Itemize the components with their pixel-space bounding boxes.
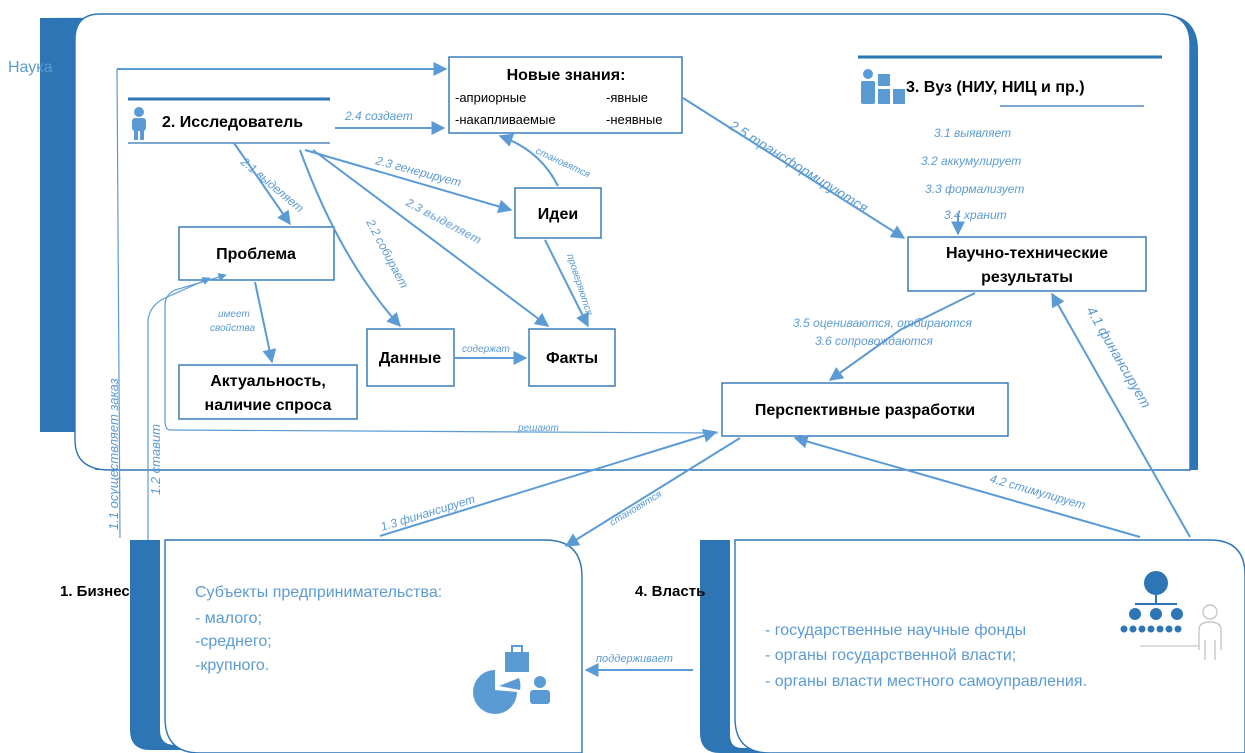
arrow-highlights [233, 142, 291, 226]
authority-hierarchy-icon [1120, 571, 1222, 660]
facts-label: Факты [546, 350, 598, 367]
arrow-solve [164, 273, 719, 434]
label-properties-2: свойства [210, 323, 255, 334]
facts-box: Факты [528, 328, 616, 387]
data-label: Данные [379, 350, 441, 367]
science-label: Наука [8, 59, 53, 76]
arrow-stimulates [793, 434, 1141, 538]
label-solve: решают [517, 423, 559, 434]
business-block: 1. Бизнес Субъекты предпринимательства: … [60, 539, 583, 753]
arrow-finances-4 [1051, 292, 1191, 538]
authority-title: 4. Власть [635, 583, 705, 600]
researcher-title: 2. Исследователь [162, 114, 303, 131]
relevance-line-1: Актуальность, [210, 373, 326, 390]
label-poses: 1.2 ставит [148, 424, 163, 495]
arrow-transform [682, 97, 906, 239]
business-line: -среднего; [195, 633, 272, 650]
label-finances-1: 1.3 финансирует [379, 492, 477, 534]
new-knowledge-title: Новые знания: [507, 67, 626, 84]
prospective-box: Перспективные разработки [721, 382, 1009, 437]
researcher-icon [132, 107, 146, 140]
label-creates: 2.4 создает [344, 109, 413, 123]
authority-line: - органы государственной власти; [765, 647, 1016, 664]
label-supports: поддерживает [596, 653, 673, 665]
knowledge-item: -априорные [455, 90, 526, 105]
arrow-finances-1 [379, 429, 718, 537]
label-evaluated: 3.5 оцениваются, отбираются [793, 316, 972, 330]
business-line: Субъекты предпринимательства: [195, 584, 442, 601]
arrow-collects [299, 149, 401, 328]
str-line-2: результаты [981, 269, 1073, 286]
university-title: 3. Вуз (НИУ, НИЦ и пр.) [906, 79, 1085, 96]
str-line-1: Научно-технические [946, 245, 1108, 262]
arrow-properties [254, 281, 277, 364]
arrow-generates [304, 149, 513, 214]
arrow-become-2 [564, 437, 741, 547]
university-block: 3. Вуз (НИУ, НИЦ и пр.) [858, 55, 1162, 107]
label-stores: 3.4 хранит [944, 208, 1007, 222]
authority-block: 4. Власть - государственные научные фонд… [635, 539, 1245, 753]
business-title: 1. Бизнес [60, 583, 130, 600]
arrow-poses [147, 277, 211, 540]
knowledge-item: -неявные [606, 112, 662, 127]
knowledge-item: -накапливаемые [455, 112, 556, 127]
relevance-box: Актуальность, наличие спроса [178, 364, 358, 420]
new-knowledge-box: Новые знания: -априорные -явные -накапли… [448, 56, 683, 134]
business-line: -крупного. [195, 657, 269, 674]
arrow-ideas-knowledge [498, 133, 559, 187]
arrow-checked [544, 239, 589, 328]
prospective-label: Перспективные разработки [755, 402, 975, 419]
label-identifies: 3.1 выявляет [934, 126, 1011, 140]
problem-label: Проблема [216, 246, 296, 263]
authority-line: - органы власти местного самоуправления. [765, 673, 1087, 690]
knowledge-item: -явные [606, 90, 648, 105]
relevance-line-2: наличие спроса [205, 397, 332, 414]
connectors [116, 62, 976, 540]
business-line: - малого; [195, 610, 262, 627]
researcher-block: 2. Исследователь [128, 97, 330, 144]
str-box: Научно-технические результаты [907, 236, 1147, 292]
label-formalizes: 3.3 формализует [925, 182, 1024, 196]
label-orders: 1.1 осуществляет заказ [106, 378, 121, 530]
outer-connectors [379, 292, 1191, 677]
ideas-box: Идеи [514, 187, 602, 239]
arrow-evaluated [828, 292, 976, 381]
arrow-orders [116, 68, 121, 539]
label-accompanied: 3.6 сопровождаются [815, 334, 933, 348]
label-stimulates: 4.2 стимулирует [988, 471, 1087, 512]
label-become-2: становятся [608, 489, 665, 529]
arrow-highlights-facts [312, 149, 550, 327]
label-accumulates: 3.2 аккумулирует [921, 154, 1021, 168]
label-contain: содержат [462, 344, 510, 355]
label-properties-1: имеет [218, 309, 250, 320]
problem-box: Проблема [178, 226, 335, 281]
data-box: Данные [366, 328, 455, 387]
ideas-label: Идеи [538, 206, 578, 223]
business-chart-icon [473, 645, 550, 714]
authority-line: - государственные научные фонды [765, 622, 1026, 639]
university-icon [861, 69, 905, 104]
